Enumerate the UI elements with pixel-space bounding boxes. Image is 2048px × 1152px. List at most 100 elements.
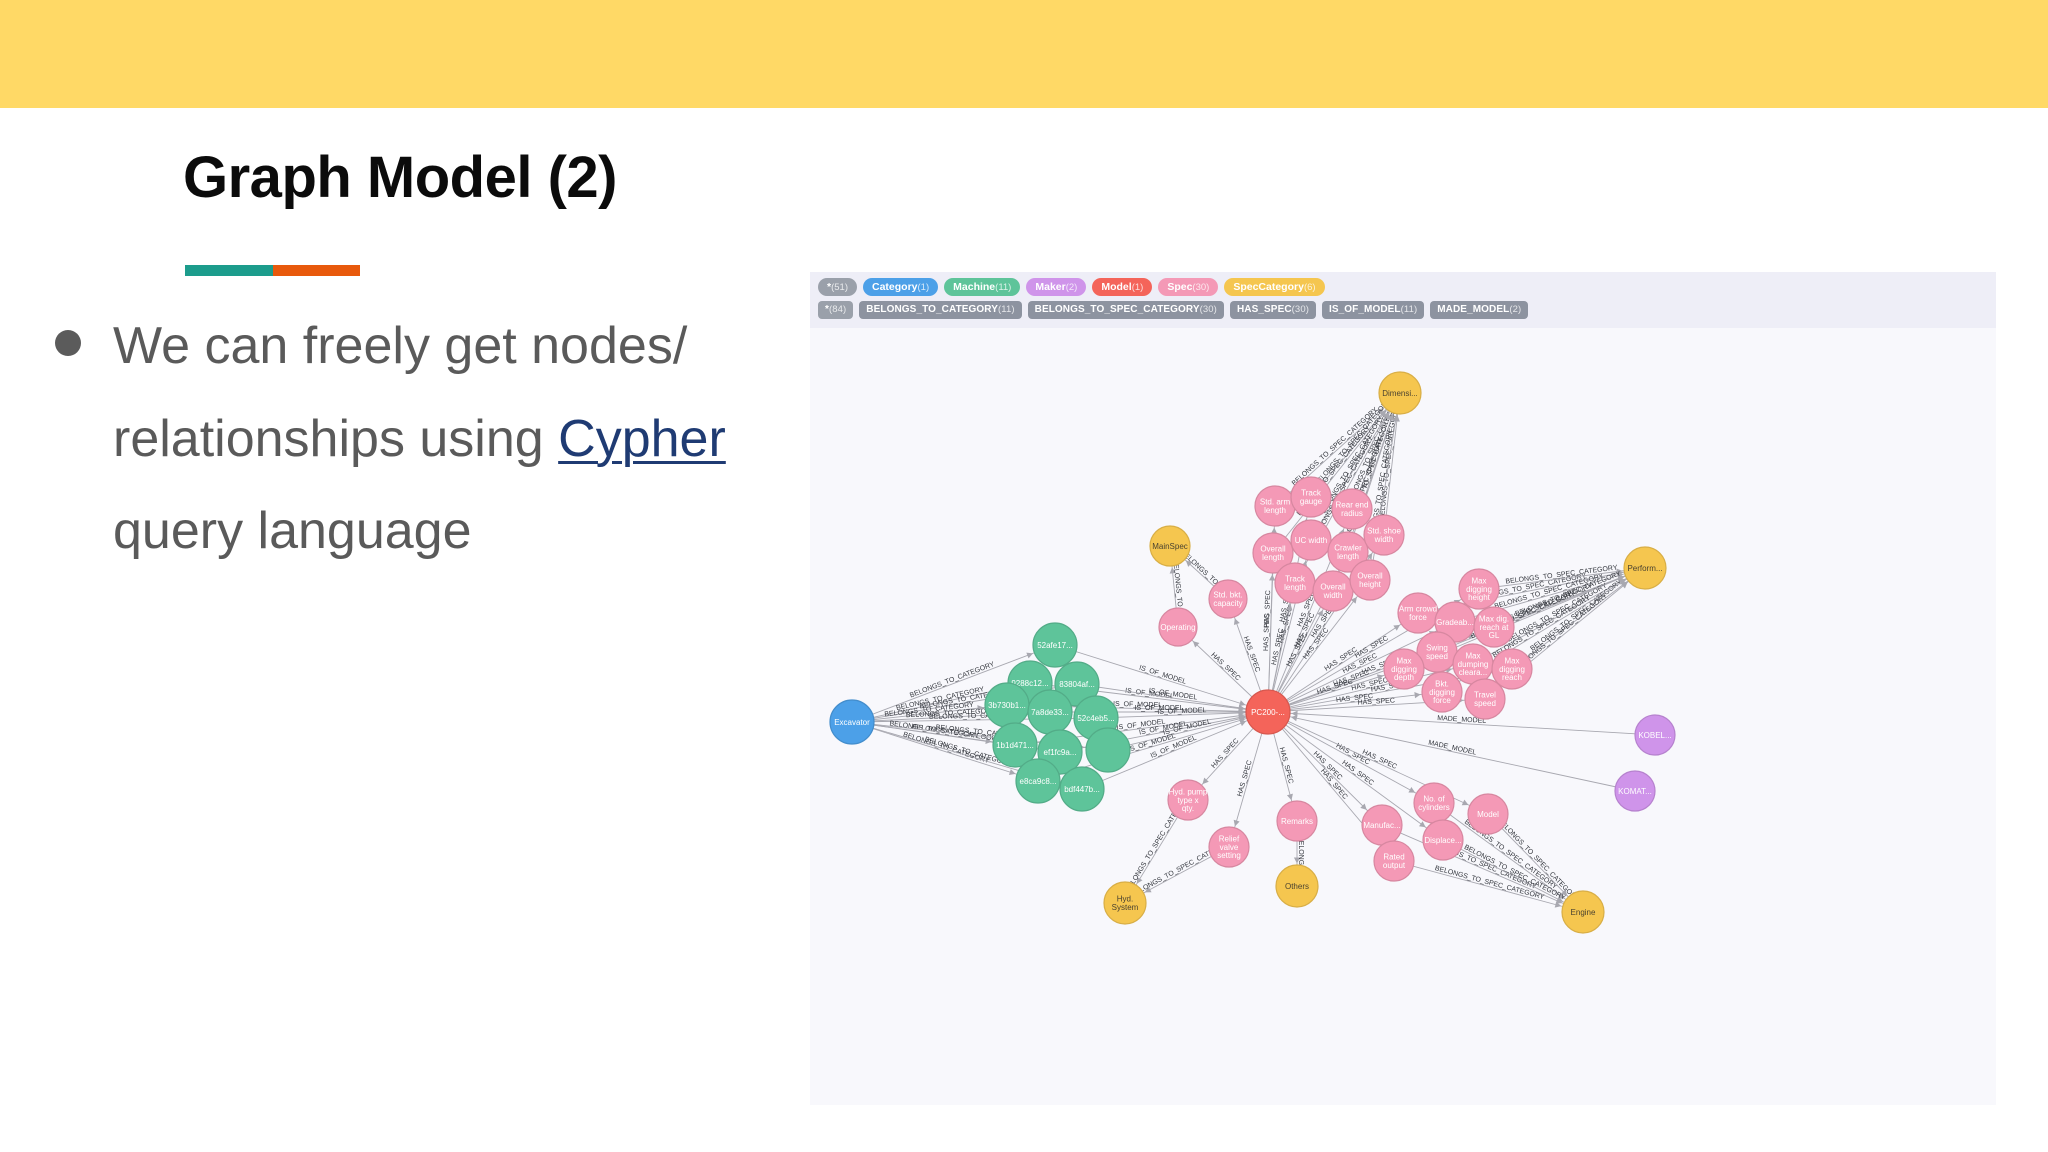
node-circle[interactable] [1561, 890, 1605, 934]
node-circle[interactable] [1103, 881, 1147, 925]
graph-node-manufac[interactable]: Manufac... [1361, 804, 1403, 846]
graph-node-komat[interactable]: KOMAT... [1614, 770, 1656, 812]
legend-rel-pill-made_model[interactable]: MADE_MODEL(2) [1430, 300, 1529, 319]
graph-edge[interactable] [1081, 711, 1269, 790]
graph-node-e8ca9c8[interactable]: e8ca9c8... [1015, 758, 1061, 804]
graph-node-excavator[interactable]: Excavator [829, 699, 875, 745]
legend-node-pill-machine[interactable]: Machine(11) [944, 278, 1021, 296]
cypher-link[interactable]: Cypher [558, 409, 726, 468]
graph-edge[interactable] [1267, 711, 1636, 792]
node-circle[interactable] [1361, 804, 1403, 846]
node-circle[interactable] [1349, 559, 1391, 601]
node-circle[interactable] [1254, 485, 1296, 527]
graph-node-kobel[interactable]: KOBEL... [1634, 714, 1676, 756]
graph-edge[interactable] [1267, 711, 1489, 815]
graph-edge[interactable] [1267, 711, 1435, 804]
node-circle[interactable] [1290, 519, 1332, 561]
graph-node-mainspec[interactable]: MainSpec [1149, 525, 1191, 567]
node-circle[interactable] [1276, 800, 1318, 842]
graph-edge[interactable] [1076, 683, 1269, 713]
graph-edge[interactable] [1267, 711, 1444, 841]
graph-node-displace[interactable]: Displace... [1422, 819, 1464, 861]
node-circle[interactable] [1491, 648, 1533, 690]
legend-node-pill-maker[interactable]: Maker(2) [1026, 278, 1087, 296]
node-circle[interactable] [1614, 770, 1656, 812]
node-circle[interactable] [1158, 607, 1198, 647]
graph-node-pc200[interactable]: PC200-... [1245, 689, 1291, 735]
node-circle[interactable] [1634, 714, 1676, 756]
node-circle[interactable] [1032, 622, 1078, 668]
legend-rel-pill--[interactable]: *(84) [818, 300, 854, 319]
legend-node-pill--[interactable]: *(51) [818, 278, 857, 296]
graph-node-bdf447b[interactable]: bdf447b... [1059, 766, 1105, 812]
node-circle[interactable] [1245, 689, 1291, 735]
node-circle[interactable] [1378, 371, 1422, 415]
node-circle[interactable] [1167, 779, 1209, 821]
graph-edge[interactable] [1267, 691, 1443, 713]
node-circle[interactable] [1327, 531, 1369, 573]
graph-edge[interactable] [1272, 392, 1401, 554]
node-circle[interactable] [984, 682, 1030, 728]
node-circle[interactable] [1467, 793, 1509, 835]
legend-rel-pill-is_of_model[interactable]: IS_OF_MODEL(11) [1321, 300, 1425, 319]
node-circle[interactable] [992, 722, 1038, 768]
graph-node-7a8de33[interactable]: 7a8de33... [1027, 689, 1073, 735]
graph-node-remarks[interactable]: Remarks [1276, 800, 1318, 842]
legend-node-pill-model[interactable]: Model(1) [1092, 278, 1153, 296]
graph-node-perform[interactable]: Perform... [1623, 546, 1667, 590]
graph-node-dimensi[interactable]: Dimensi... [1378, 371, 1422, 415]
legend-node-pill-speccategory[interactable]: SpecCategory(6) [1224, 278, 1325, 296]
node-circle[interactable] [1208, 579, 1248, 619]
node-circle[interactable] [1458, 568, 1500, 610]
graph-node-52afe17[interactable]: 52afe17... [1032, 622, 1078, 668]
node-circle[interactable] [1422, 819, 1464, 861]
node-circle[interactable] [1208, 826, 1250, 868]
graph-edge[interactable] [1267, 612, 1419, 713]
graph-canvas[interactable]: BELONGS_TO_CATEGORYBELONGS_TO_CATEGORYBE… [810, 272, 1996, 1105]
graph-node-m9[interactable] [1085, 727, 1131, 773]
node-circle[interactable] [1015, 758, 1061, 804]
graph-edge[interactable] [1267, 579, 1371, 713]
legend-node-pill-spec[interactable]: Spec(30) [1158, 278, 1219, 296]
graph-edge[interactable] [851, 721, 1039, 782]
node-circle[interactable] [1027, 689, 1073, 735]
graph-node-hyd-system[interactable]: Hyd.System [1103, 881, 1147, 925]
node-circle[interactable] [1373, 840, 1415, 882]
graph-edge[interactable] [1472, 567, 1646, 665]
node-circle[interactable] [1252, 532, 1294, 574]
graph-edge[interactable] [1267, 711, 1656, 736]
graph-edge[interactable] [851, 644, 1056, 723]
graph-edge[interactable] [1393, 860, 1584, 913]
node-circle[interactable] [1383, 648, 1425, 690]
node-circle[interactable] [1397, 592, 1439, 634]
node-circle[interactable] [1290, 476, 1332, 518]
node-circle[interactable] [1473, 606, 1515, 648]
graph-node-3b730b1[interactable]: 3b730b1... [984, 682, 1030, 728]
node-circle[interactable] [1623, 546, 1667, 590]
node-circle[interactable] [1363, 514, 1405, 556]
graph-node-uc-width[interactable]: UC width [1290, 519, 1332, 561]
node-circle[interactable] [829, 699, 875, 745]
node-circle[interactable] [1149, 525, 1191, 567]
node-circle[interactable] [1452, 643, 1494, 685]
node-circle[interactable] [1413, 782, 1455, 824]
node-circle[interactable] [1059, 766, 1105, 812]
graph-node-model[interactable]: Model [1467, 793, 1509, 835]
graph-edge[interactable] [1054, 644, 1269, 713]
graph-node-max-dumping-cleara[interactable]: Maxdumpingcleara... [1452, 643, 1494, 685]
